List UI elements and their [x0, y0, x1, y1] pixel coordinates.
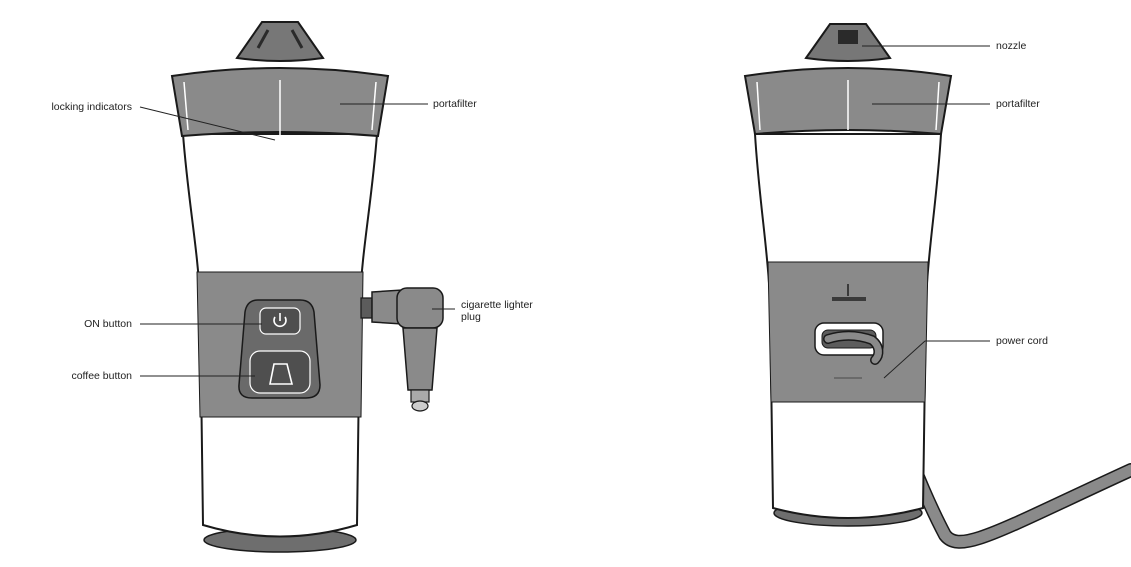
- power-cord-plug-fill: [824, 332, 882, 364]
- leader-power-cord: [883, 340, 926, 379]
- back-model-text: [834, 377, 862, 379]
- front-nozzle-slot-left: [256, 29, 270, 49]
- label-locking-indicators: locking indicators: [51, 101, 132, 113]
- label-back-portafilter: portafilter: [996, 98, 1040, 110]
- label-cigarette-lighter-plug-line2: plug: [461, 311, 481, 323]
- front-nozzle-slot-right: [290, 29, 304, 49]
- back-brand-logo: [832, 297, 866, 301]
- coffee-button[interactable]: [249, 350, 311, 394]
- label-cigarette-lighter-plug-line1: cigarette lighter: [461, 299, 533, 311]
- back-portafilter-mark-1: [756, 81, 761, 131]
- power-icon: [273, 313, 287, 328]
- label-nozzle: nozzle: [996, 40, 1027, 52]
- cup-icon: [269, 363, 294, 385]
- leader-locking-indicators: [139, 106, 276, 141]
- front-nozzle: [235, 21, 325, 62]
- back-portafilter-mark-3: [935, 81, 940, 131]
- cigarette-lighter-plug: [360, 287, 444, 412]
- label-coffee-button: coffee button: [71, 370, 132, 382]
- front-locking-indicator-1: [183, 81, 189, 131]
- label-front-portafilter: portafilter: [433, 98, 477, 110]
- front-view-device: [170, 21, 444, 553]
- label-on-button: ON button: [84, 318, 132, 330]
- label-power-cord: power cord: [996, 335, 1048, 347]
- back-view-device: [743, 23, 1131, 549]
- back-nozzle-opening: [838, 30, 858, 44]
- front-locking-indicator-3: [371, 81, 377, 131]
